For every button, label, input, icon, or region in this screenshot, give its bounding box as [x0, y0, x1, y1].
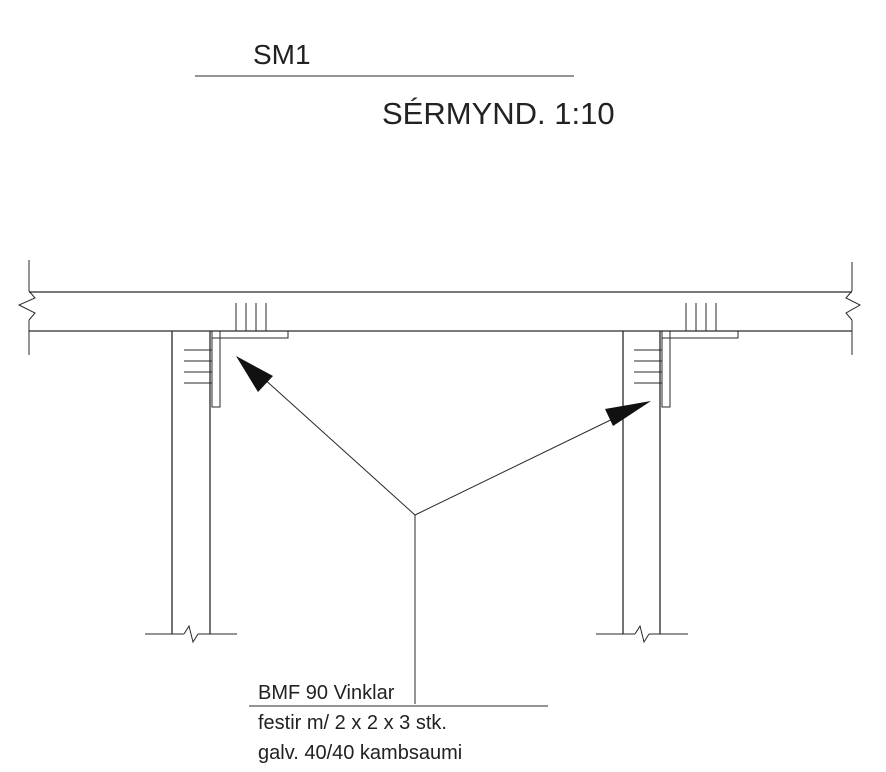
detail-title: SÉRMYND. 1:10: [382, 96, 615, 131]
horizontal-beam: [17, 260, 862, 355]
leader-lines: [236, 356, 651, 704]
note-line-1: BMF 90 Vinklar: [258, 682, 395, 704]
note-line-2: festir m/ 2 x 2 x 3 stk.: [258, 712, 447, 734]
note-line-3: galv. 40/40 kambsaumi: [258, 742, 462, 764]
right-angle-bracket: [634, 303, 739, 408]
left-arrowhead: [236, 356, 273, 392]
left-post: [145, 331, 237, 644]
left-angle-bracket: [184, 303, 289, 408]
right-post: [596, 331, 688, 644]
detail-id-label: SM1: [253, 39, 311, 70]
right-arrowhead: [605, 401, 651, 426]
